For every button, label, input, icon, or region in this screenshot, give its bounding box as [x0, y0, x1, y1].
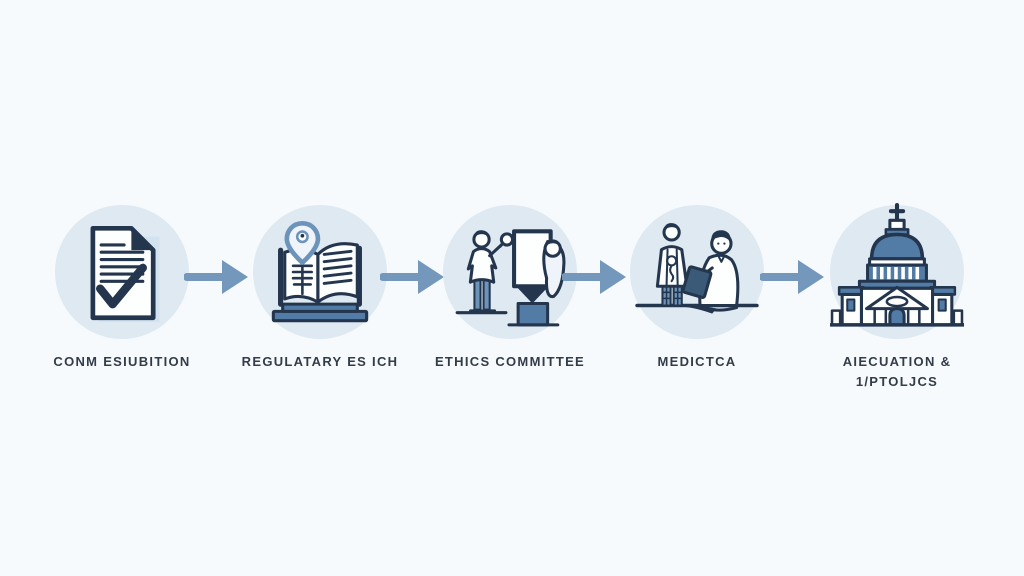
flow-arrow	[379, 255, 446, 299]
ethics-committee-review-icon	[455, 229, 566, 327]
step-circle	[253, 205, 387, 339]
flow-arrow	[759, 255, 826, 299]
step-circle	[830, 203, 964, 339]
step-label: ETHICS COMMITTEE	[434, 354, 586, 369]
step-medical: MEDICTCA	[602, 205, 792, 372]
step-circle	[630, 205, 764, 339]
flow-arrow	[561, 255, 628, 299]
step-label: AIECUATION & 1/PTOLJCS	[842, 354, 952, 389]
regulatory-book-pin-icon	[271, 220, 369, 323]
step-circle	[55, 205, 189, 339]
step-circle	[443, 205, 577, 339]
step-submission: CONM ESIUBITION	[27, 205, 217, 372]
step-regulatory: REGULATARY ES ICH	[225, 205, 415, 372]
approved-document-icon	[90, 225, 160, 322]
medical-examination-icon	[635, 223, 759, 314]
step-label: REGULATARY ES ICH	[241, 354, 399, 369]
government-building-icon	[830, 203, 964, 327]
step-ethics: ETHICS COMMITTEE	[415, 205, 605, 372]
flow-arrow	[183, 255, 250, 299]
step-label: MEDICTCA	[657, 354, 737, 369]
step-authority: AIECUATION & 1/PTOLJCS	[802, 203, 992, 392]
step-label: CONM ESIUBITION	[53, 354, 191, 369]
